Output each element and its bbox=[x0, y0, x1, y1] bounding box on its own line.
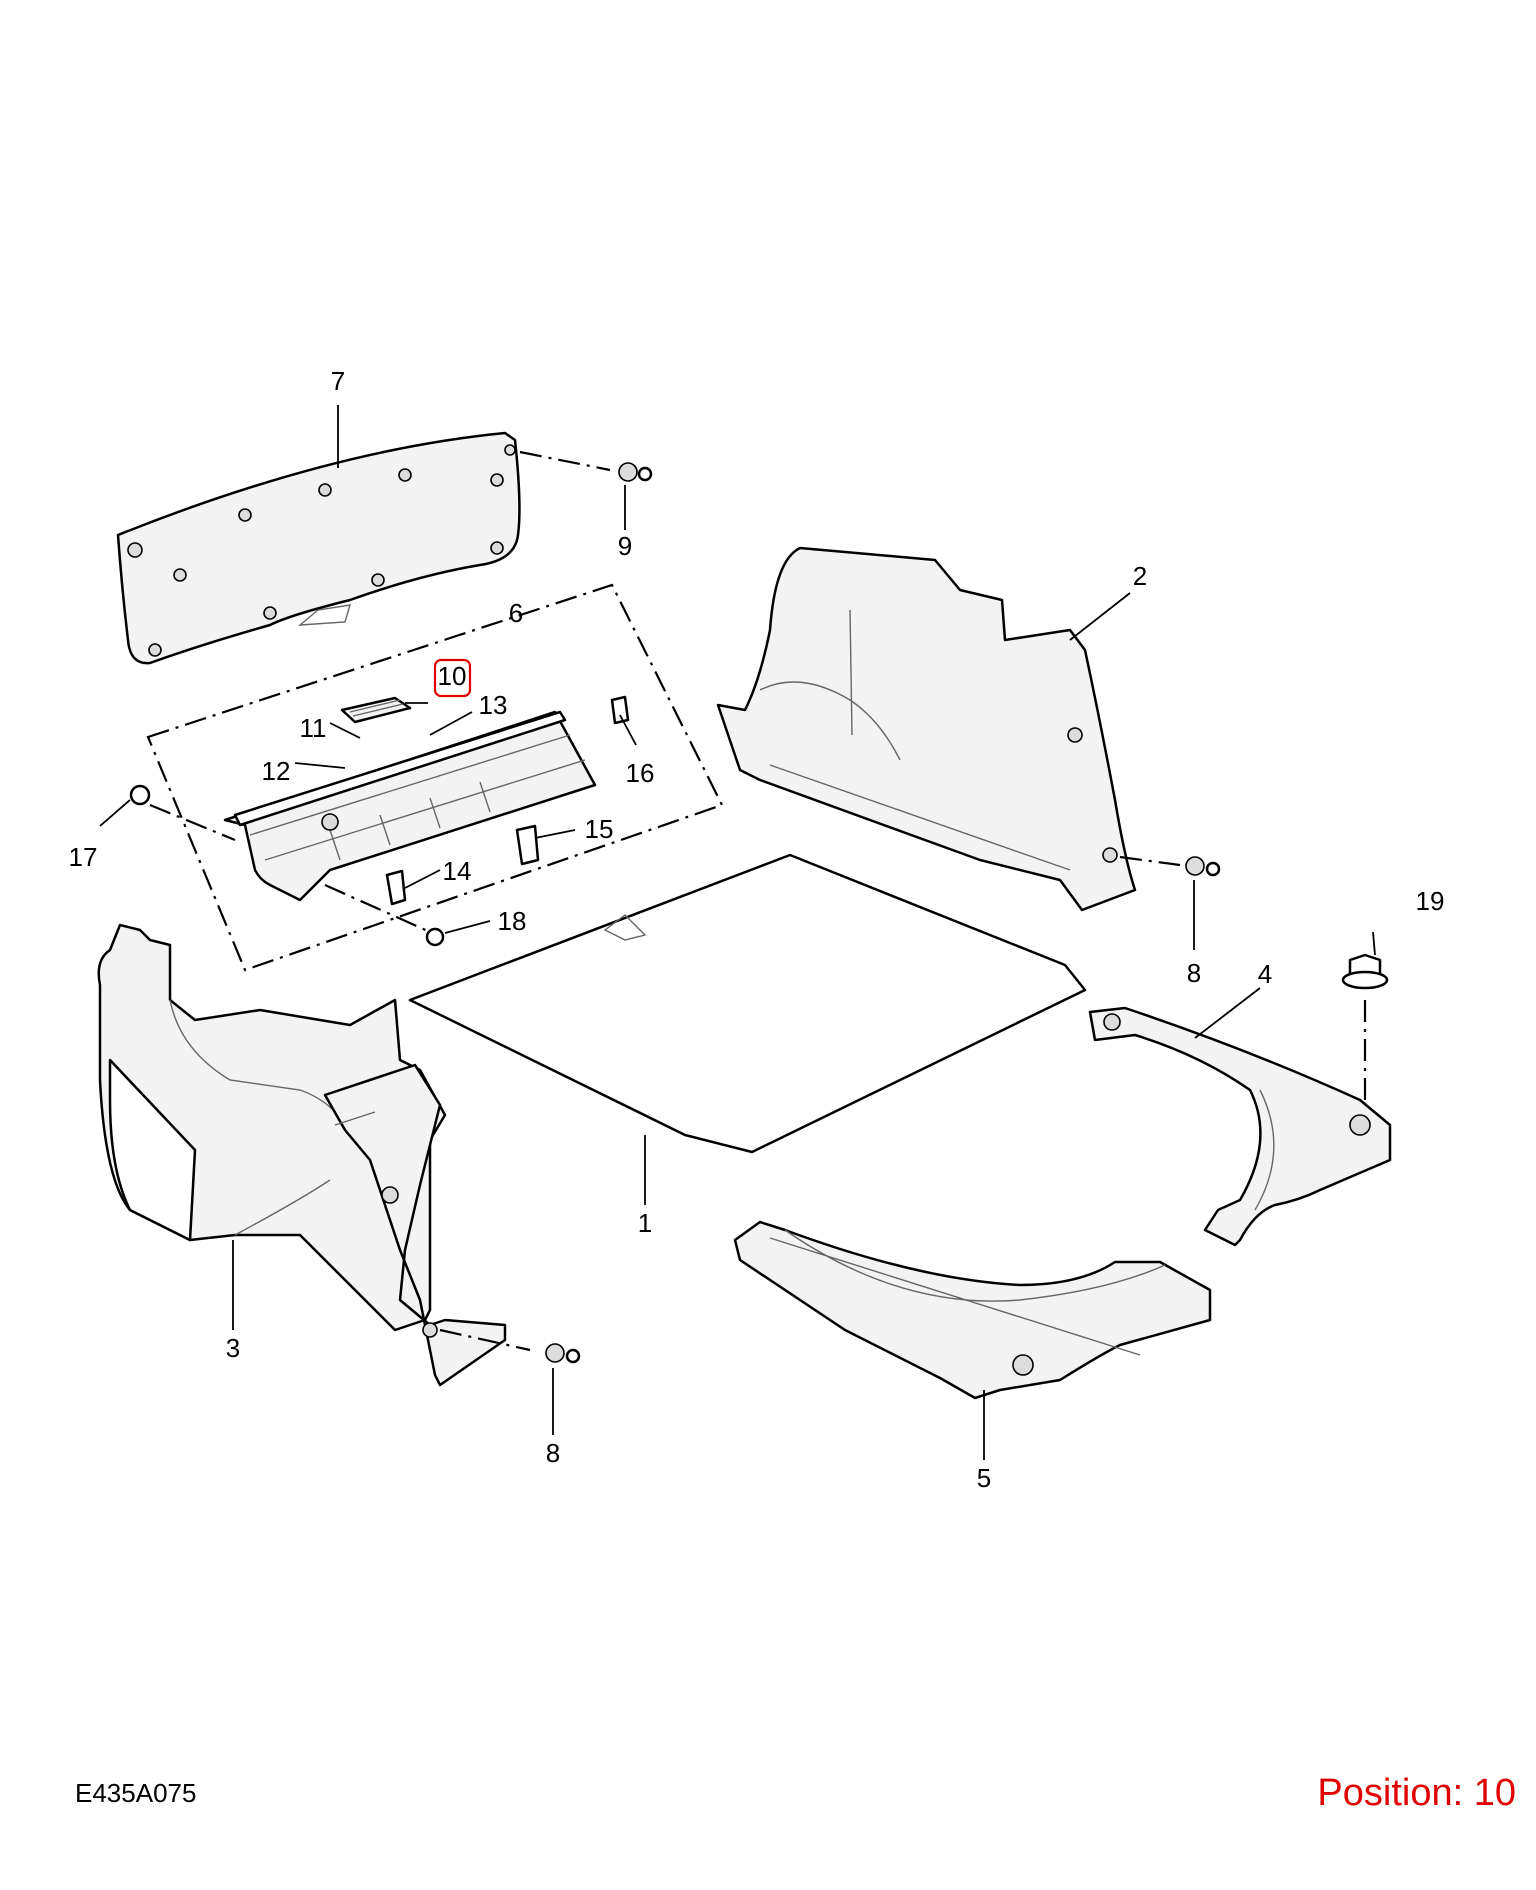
part-10-grille[interactable] bbox=[340, 696, 412, 724]
callout-18: 18 bbox=[498, 906, 527, 936]
fastener-18[interactable] bbox=[324, 883, 445, 947]
callout-12: 12 bbox=[262, 756, 291, 786]
position-label: Position: 10 bbox=[1317, 1772, 1516, 1814]
clip-16[interactable] bbox=[610, 695, 630, 725]
callout-17: 17 bbox=[69, 842, 98, 872]
callout-4: 4 bbox=[1258, 959, 1272, 989]
part-6-sill-plate[interactable] bbox=[223, 710, 597, 902]
part-7-upper-trim-panel[interactable] bbox=[116, 431, 521, 665]
callout-8-right: 8 bbox=[1187, 958, 1201, 988]
callout-8-left: 8 bbox=[546, 1438, 560, 1468]
callout-11: 11 bbox=[300, 713, 327, 743]
callout-14: 14 bbox=[443, 856, 472, 886]
callout-6: 6 bbox=[509, 598, 523, 628]
callout-1: 1 bbox=[638, 1208, 652, 1238]
fastener-8-right[interactable] bbox=[1119, 855, 1221, 877]
callout-13: 13 bbox=[479, 690, 508, 720]
part-5-wheelhouse-support[interactable] bbox=[733, 1220, 1212, 1400]
callout-16: 16 bbox=[626, 758, 655, 788]
callout-3: 3 bbox=[226, 1333, 240, 1363]
part-1-floor-mat[interactable] bbox=[408, 853, 1087, 1154]
callout-2: 2 bbox=[1133, 561, 1147, 591]
group-6-boundary bbox=[146, 583, 724, 972]
fastener-19[interactable] bbox=[1341, 953, 1389, 1105]
part-4-wheelhouse-support[interactable] bbox=[1088, 1006, 1392, 1247]
callout-15: 15 bbox=[585, 814, 614, 844]
callout-10[interactable]: 10 bbox=[438, 661, 467, 691]
part-3-pillar-trim[interactable] bbox=[323, 1063, 507, 1387]
leader-lines bbox=[99, 405, 1376, 1460]
fastener-17[interactable] bbox=[129, 784, 236, 842]
callout-7: 7 bbox=[331, 366, 345, 396]
callout-9: 9 bbox=[618, 531, 632, 561]
diagram-code: E435A075 bbox=[75, 1778, 197, 1808]
fastener-9[interactable] bbox=[519, 450, 653, 482]
callout-19: 19 bbox=[1416, 886, 1445, 916]
part-2-right-side-trim[interactable] bbox=[716, 546, 1137, 912]
fastener-8-left[interactable] bbox=[439, 1328, 581, 1364]
clip-15[interactable] bbox=[515, 824, 540, 866]
callout-5: 5 bbox=[977, 1463, 991, 1493]
clip-14[interactable] bbox=[385, 869, 407, 906]
callout-10-highlight bbox=[433, 658, 472, 698]
